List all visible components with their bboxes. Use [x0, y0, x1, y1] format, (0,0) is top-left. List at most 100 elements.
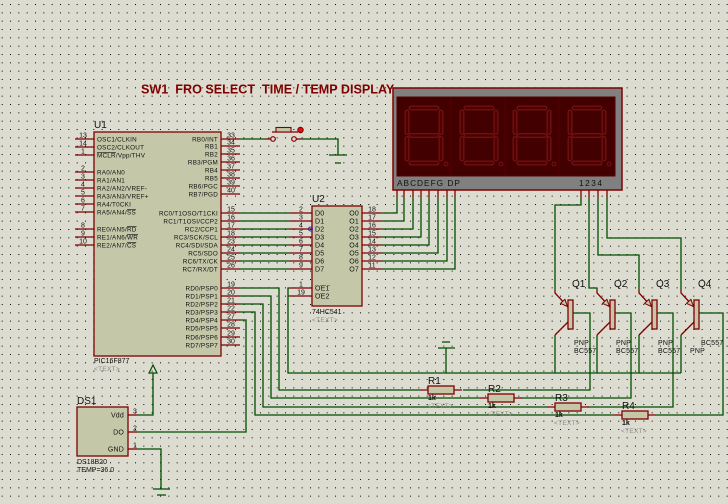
wire-oe-common	[287, 287, 681, 374]
wire-rd2-to-r3	[240, 303, 547, 408]
ic-u2-74hc541[interactable]: U2 74HC541 <TEXT> 2D03D14D25D36D47D58D69…	[290, 194, 381, 324]
pin-name-part: /Vpp/THV	[116, 152, 146, 159]
resistor-text-placeholder: <TEXT>	[487, 411, 513, 418]
wire-rd3-to-r4	[240, 311, 614, 416]
pin-name: Vdd	[111, 412, 124, 419]
pin-number: 13	[368, 247, 376, 254]
emitter-arrow-icon	[559, 298, 569, 308]
pin-number: 22	[227, 306, 235, 313]
switch-actuator[interactable]	[275, 126, 292, 133]
resistor-reference: R1	[428, 376, 441, 387]
ds1-body[interactable]	[76, 406, 129, 457]
wire-ds1-gnd	[137, 448, 162, 489]
resistor-reference: R4	[622, 401, 635, 412]
title-annotation: SW1 FRO SELECT TIME / TEMP DISPLAY	[141, 83, 395, 97]
resistor-body[interactable]	[621, 410, 649, 420]
transistor-part: BC557	[701, 340, 723, 347]
transistor-part: BC557	[616, 348, 638, 355]
u1-body[interactable]	[93, 131, 222, 357]
u2-text-placeholder: <TEXT>	[312, 317, 338, 324]
pin-name: RA4/T0CKI	[97, 201, 131, 208]
pin-name: RA5/AN4/SS	[97, 209, 136, 216]
seven-segment-display[interactable]: ABCDEFG DP 1234	[392, 87, 623, 197]
digit-3	[512, 105, 557, 167]
segment-dp	[498, 161, 504, 167]
resistor-reference: R2	[488, 384, 501, 395]
pin-number: 29	[227, 331, 235, 338]
pin-name: O6	[349, 258, 359, 265]
ground-switch[interactable]	[329, 154, 347, 164]
pushbutton-sw1[interactable]	[266, 126, 304, 142]
pin-number: 14	[79, 141, 87, 148]
transistor-reference: Q2	[614, 279, 628, 290]
pin-number: 5	[81, 190, 85, 197]
ic-u1-pic16f877[interactable]: U1 PIC16F877 <TEXT> 13OSC1/CLKIN14OSC2/C…	[75, 120, 240, 373]
pin-name-part: RE2/AN7/	[97, 242, 127, 249]
pin-number: 2	[81, 166, 85, 173]
pin-number: 14	[368, 239, 376, 246]
wire-bus-u2-to-segments	[381, 197, 456, 270]
pin-name: O5	[349, 250, 359, 257]
base-bar[interactable]	[651, 299, 658, 330]
wire-bus-portc-to-u2	[240, 212, 290, 270]
u1-text-placeholder: <TEXT>	[94, 366, 120, 373]
pin-name: O0	[349, 210, 359, 217]
pin-name: RB2	[205, 151, 218, 158]
transistor-type: PNP	[616, 340, 631, 347]
pin-name: MCLR/Vpp/THV	[97, 152, 146, 159]
pin-name: OE2	[315, 293, 330, 300]
pin-number: 17	[227, 223, 235, 230]
power-arrow-icon	[148, 363, 158, 374]
pin-name: RB6/PGC	[189, 183, 219, 190]
resistor-body[interactable]	[554, 402, 582, 412]
base-bar[interactable]	[567, 299, 574, 330]
switch-state-indicator-icon[interactable]	[297, 126, 304, 134]
pin-number: 4	[299, 223, 303, 230]
digit-pins-label: 1234	[579, 178, 603, 188]
pin-number: 3	[299, 215, 303, 222]
switch-contact-left	[270, 136, 276, 142]
pin-name: O3	[349, 234, 359, 241]
digit-1	[404, 105, 449, 167]
pin-name: RB4	[205, 167, 218, 174]
transistor-type: PNP	[574, 340, 589, 347]
pin-name: RD6/PSP6	[186, 334, 219, 341]
pin-name: RE0/AN5/RD	[97, 226, 137, 233]
ground-icon	[329, 154, 347, 164]
pin-name: RD5/PSP5	[186, 325, 219, 332]
u1-reference: U1	[94, 120, 107, 131]
resistor-text-placeholder: <TEXT>	[621, 428, 647, 435]
wire-digit3-to-q3	[597, 197, 640, 290]
pin-number: 1	[133, 443, 137, 450]
pin-name: RC6/TX/CK	[183, 258, 219, 265]
pin-number: 15	[368, 231, 376, 238]
pin-number: 37	[227, 164, 235, 171]
pin-name: O4	[349, 242, 359, 249]
u2-body[interactable]	[311, 205, 363, 307]
resistor-body[interactable]	[427, 385, 455, 395]
ground-ds1[interactable]	[153, 488, 170, 496]
pin-name: RB3/PGM	[188, 159, 218, 166]
base-bar[interactable]	[693, 299, 700, 330]
pin-number: 21	[227, 298, 235, 305]
pin-name: RA1/AN1	[97, 177, 125, 184]
pin-name-overlined: WR	[127, 234, 138, 241]
supply-terminal[interactable]	[438, 341, 455, 349]
resistor-body[interactable]	[487, 393, 515, 403]
pin-number: 24	[227, 247, 235, 254]
base-bar[interactable]	[609, 299, 616, 330]
power-vdd[interactable]	[148, 363, 158, 374]
pin-name: OE1	[315, 285, 330, 292]
transistor-type: PNP	[658, 340, 673, 347]
